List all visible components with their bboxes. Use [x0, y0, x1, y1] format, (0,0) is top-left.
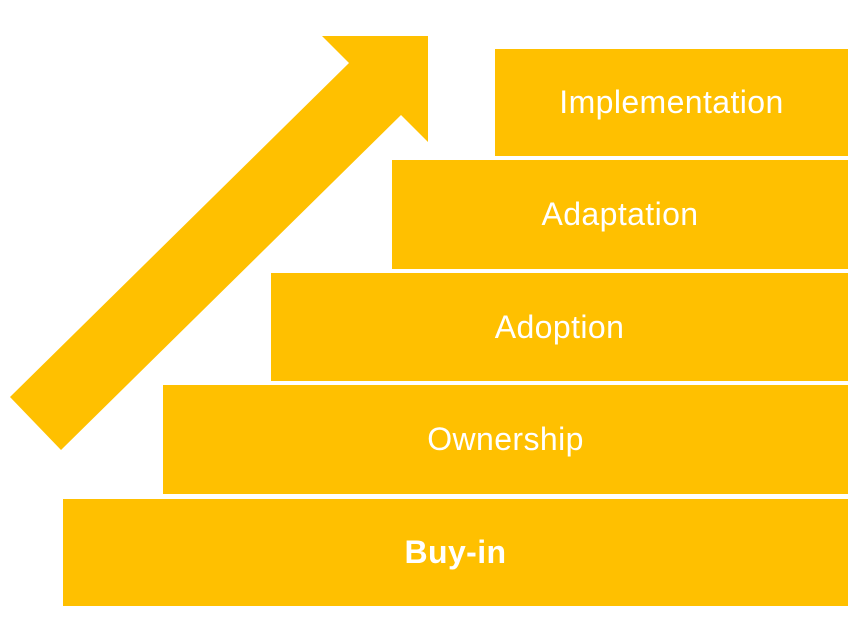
step-adoption-label: Adoption	[494, 308, 625, 345]
step-implementation: Implementation	[495, 49, 848, 156]
step-buy-in: Buy-in	[63, 499, 848, 606]
step-buy-in-label: Buy-in	[404, 534, 507, 570]
step-implementation-label: Implementation	[559, 84, 784, 120]
step-ownership: Ownership	[163, 385, 848, 494]
step-adoption: Adoption	[271, 273, 848, 381]
step-adaptation: Adaptation	[392, 160, 848, 269]
step-ownership-label: Ownership	[427, 421, 584, 457]
step-adaptation-label: Adaptation	[541, 196, 699, 232]
